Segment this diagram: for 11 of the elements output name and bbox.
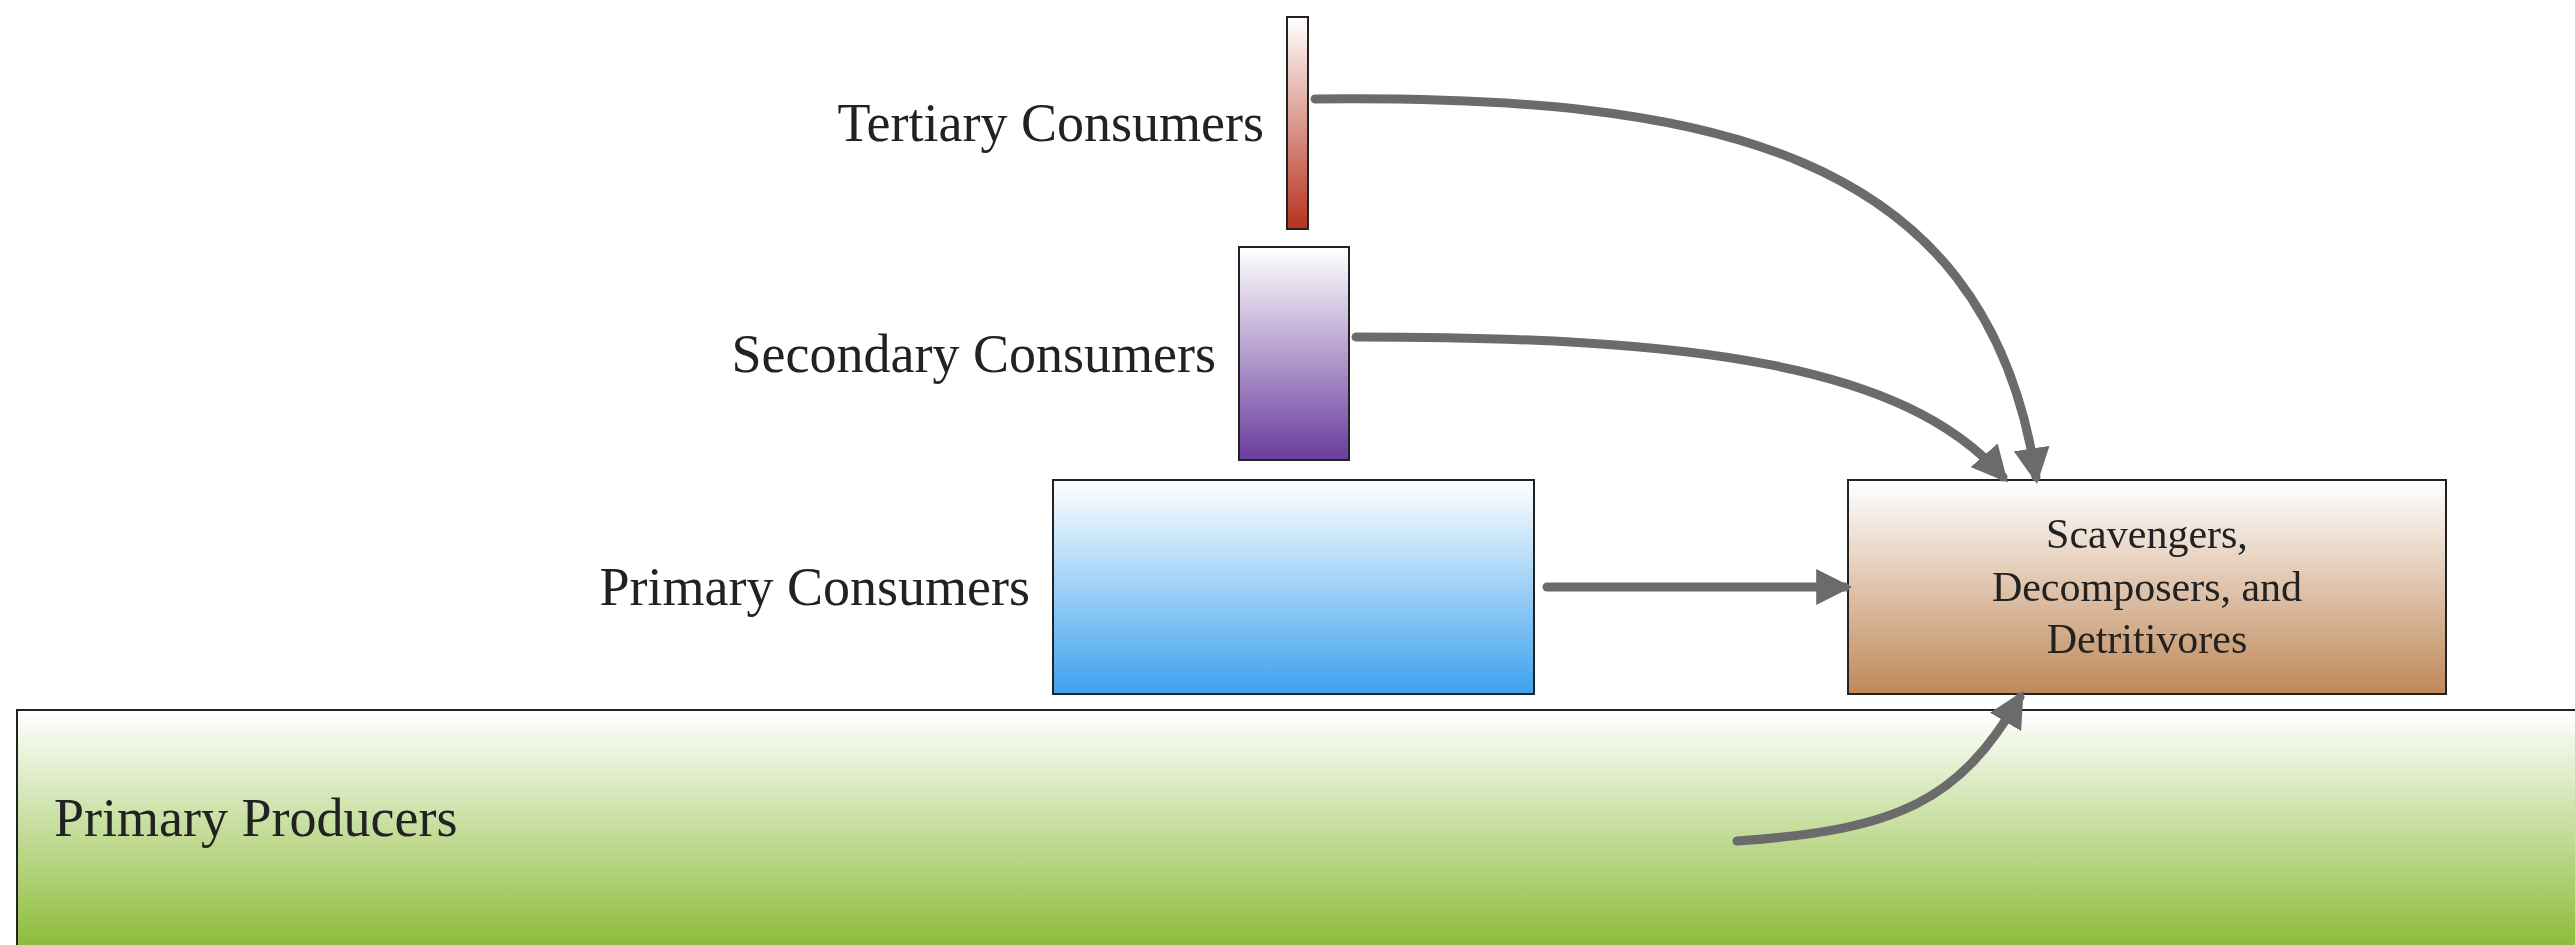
level-label: Primary Producers <box>54 787 458 851</box>
arrow <box>1351 332 2009 483</box>
level-label: Scavengers, Decomposers, and Detritivores <box>1990 510 2304 665</box>
level-label: Tertiary Consumers <box>837 92 1264 154</box>
level-label: Primary Consumers <box>599 556 1030 618</box>
producer-band <box>16 709 2575 945</box>
arrow <box>1732 690 2025 846</box>
decomposer-box <box>1847 479 2447 695</box>
level-label: Secondary Consumers <box>731 322 1216 385</box>
arrow <box>1542 569 1853 605</box>
arrow <box>1310 94 2048 485</box>
